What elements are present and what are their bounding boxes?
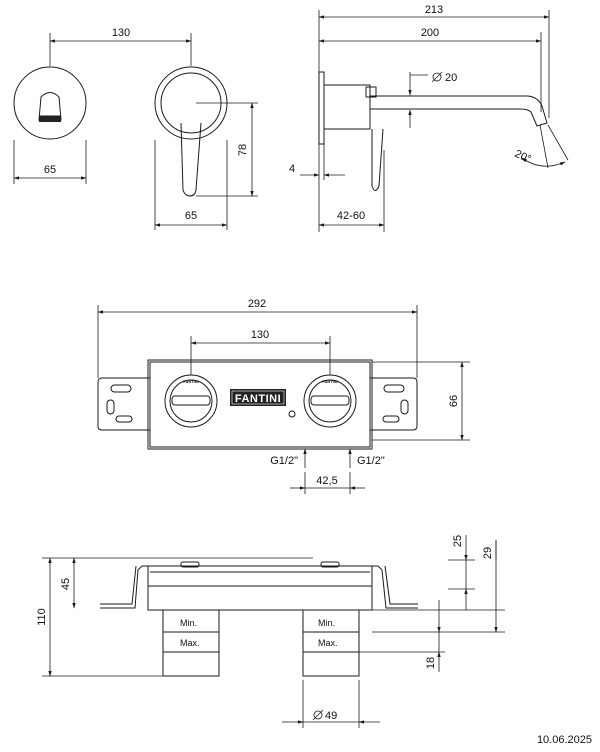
dim-213-label: 213 bbox=[425, 4, 443, 16]
inlet-left-label: G1/2" bbox=[270, 455, 298, 467]
svg-text:FANTINI: FANTINI bbox=[322, 379, 338, 384]
dim-angle-20: 20° bbox=[513, 124, 569, 169]
brand-logo-text: FANTINI bbox=[235, 393, 281, 405]
inlet-right-label: G1/2" bbox=[357, 455, 385, 467]
max-label-left: Max. bbox=[180, 638, 200, 648]
dim-65-left: 65 bbox=[13, 140, 87, 184]
dim-angle-20-label: 20° bbox=[513, 148, 533, 166]
dim-65-mid-label: 65 bbox=[185, 210, 197, 222]
dim-78-label: 78 bbox=[237, 144, 249, 156]
min-label-left: Min. bbox=[180, 618, 197, 628]
inlet-right: G1/2" bbox=[348, 448, 385, 468]
front-view-lever-plate bbox=[154, 66, 228, 197]
dim-dia-49-label: 49 bbox=[325, 710, 337, 722]
dim-29-label: 29 bbox=[482, 547, 494, 559]
dim-78: 78 bbox=[196, 102, 258, 197]
dim-130-mid-label: 130 bbox=[251, 329, 269, 341]
dim-292: 292 bbox=[97, 298, 418, 378]
dim-66: 66 bbox=[372, 361, 470, 441]
dim-213: 213 bbox=[318, 4, 550, 118]
dim-65-mid: 65 bbox=[154, 140, 228, 230]
dim-42-60: 42-60 bbox=[318, 150, 385, 232]
dim-66-label: 66 bbox=[448, 395, 460, 407]
dim-42-5: 42,5 bbox=[290, 472, 365, 494]
dim-110: 110 bbox=[36, 557, 163, 677]
dim-42-60-label: 42-60 bbox=[337, 210, 365, 222]
brand-logo bbox=[230, 389, 286, 406]
dim-45: 45 bbox=[60, 557, 76, 609]
dim-200: 200 bbox=[318, 27, 542, 112]
dim-18-label: 18 bbox=[425, 657, 437, 669]
svg-text:FANTINI: FANTINI bbox=[183, 379, 199, 384]
front-view-spout-plate bbox=[13, 66, 87, 140]
dim-130-top: 130 bbox=[49, 27, 192, 66]
mounting-box-front: FANTINI FANTINI FANTINI bbox=[97, 359, 418, 450]
max-label-right: Max. bbox=[318, 638, 338, 648]
mounting-box-side: Min. Max. Min. Max. bbox=[100, 557, 418, 677]
dim-25-label: 25 bbox=[452, 535, 464, 547]
dim-130-mid: 130 bbox=[190, 329, 331, 375]
min-label-right: Min. bbox=[318, 618, 335, 628]
dim-200-label: 200 bbox=[421, 27, 439, 39]
dim-4: 4 bbox=[289, 144, 345, 232]
dim-110-label: 110 bbox=[36, 608, 48, 626]
dim-dia-20-label: 20 bbox=[445, 72, 457, 84]
side-view-spout bbox=[318, 71, 548, 191]
dims-right: 25 29 18 bbox=[359, 535, 505, 672]
dim-42-5-label: 42,5 bbox=[316, 475, 337, 487]
dim-dia-20: 20 bbox=[408, 71, 457, 128]
dim-dia-49: 49 bbox=[282, 680, 380, 728]
inlet-left: G1/2" bbox=[270, 448, 307, 468]
drawing-date: 10.06.2025 bbox=[536, 734, 592, 746]
dim-45-label: 45 bbox=[60, 578, 72, 590]
dim-292-label: 292 bbox=[248, 298, 266, 310]
dim-4-label: 4 bbox=[289, 163, 295, 175]
dim-65-left-label: 65 bbox=[44, 164, 56, 176]
aerator-icon bbox=[39, 116, 61, 122]
dim-130-top-label: 130 bbox=[112, 27, 130, 39]
